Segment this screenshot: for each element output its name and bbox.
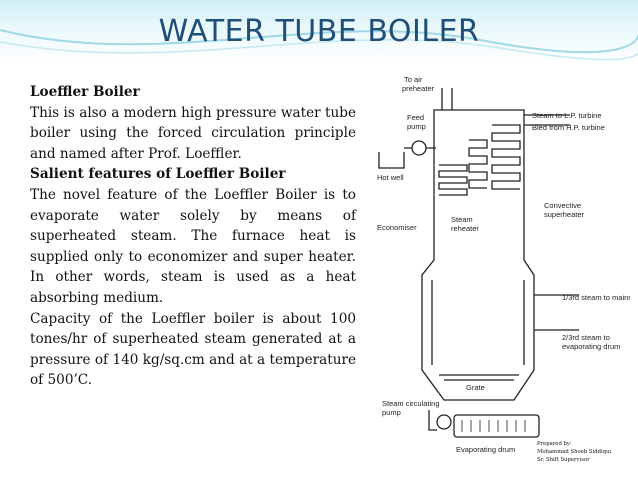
- label-circ-pump-1: Steam circulating: [382, 399, 440, 408]
- features-heading: Salient features of Loeffler Boiler: [30, 166, 286, 183]
- label-to-air-2: preheater: [402, 84, 435, 93]
- header-wave-decoration: [0, 29, 638, 61]
- credit-line-2: Mohammad Shoeb Siddiqui: [537, 449, 612, 455]
- label-steam-lp: Steam to L.P. turbine: [532, 111, 602, 120]
- credit-block: Prepared by: Mohammad Shoeb Siddiqui Sr.…: [537, 440, 611, 464]
- paragraph-intro: This is also a modern high pressure wate…: [30, 104, 356, 162]
- credit-line-3: Sr. Shift Supervisor: [537, 457, 590, 463]
- loeffler-boiler-diagram: To air preheater Feed pump Hot well Econ…: [377, 75, 630, 454]
- paragraph-features: The novel feature of the Loeffler Boiler…: [30, 186, 356, 306]
- label-circ-pump-2: pump: [382, 408, 401, 417]
- paragraph-capacity: Capacity of the Loeffler boiler is about…: [30, 310, 356, 389]
- label-one-third: 1/3rd steam to mains: [562, 293, 630, 302]
- subtitle: Loeffler Boiler: [30, 84, 140, 100]
- label-convective-2: superheater: [544, 210, 585, 219]
- credit-line-1: Prepared by:: [537, 441, 572, 447]
- label-hot-well: Hot well: [377, 173, 404, 182]
- label-two-third-2: evaporating drum: [562, 342, 620, 351]
- label-bled-hp: Bled from H.P. turbine: [532, 123, 605, 132]
- label-convective-1: Convective: [544, 201, 581, 210]
- label-grate: Grate: [466, 383, 485, 392]
- slide-title: WATER TUBE BOILER: [158, 14, 480, 49]
- header-band: [0, 0, 638, 62]
- label-economiser: Economiser: [377, 223, 417, 232]
- label-two-third-1: 2/3rd steam to: [562, 333, 610, 342]
- label-feed-pump-1: Feed: [407, 113, 424, 122]
- label-to-air-1: To air: [404, 75, 423, 84]
- slide-body: Loeffler Boiler This is also a modern hi…: [30, 82, 356, 391]
- label-reheater-2: reheater: [451, 224, 479, 233]
- label-feed-pump-2: pump: [407, 122, 426, 131]
- label-evaporating-drum: Evaporating drum: [456, 445, 515, 454]
- label-reheater-1: Steam: [451, 215, 473, 224]
